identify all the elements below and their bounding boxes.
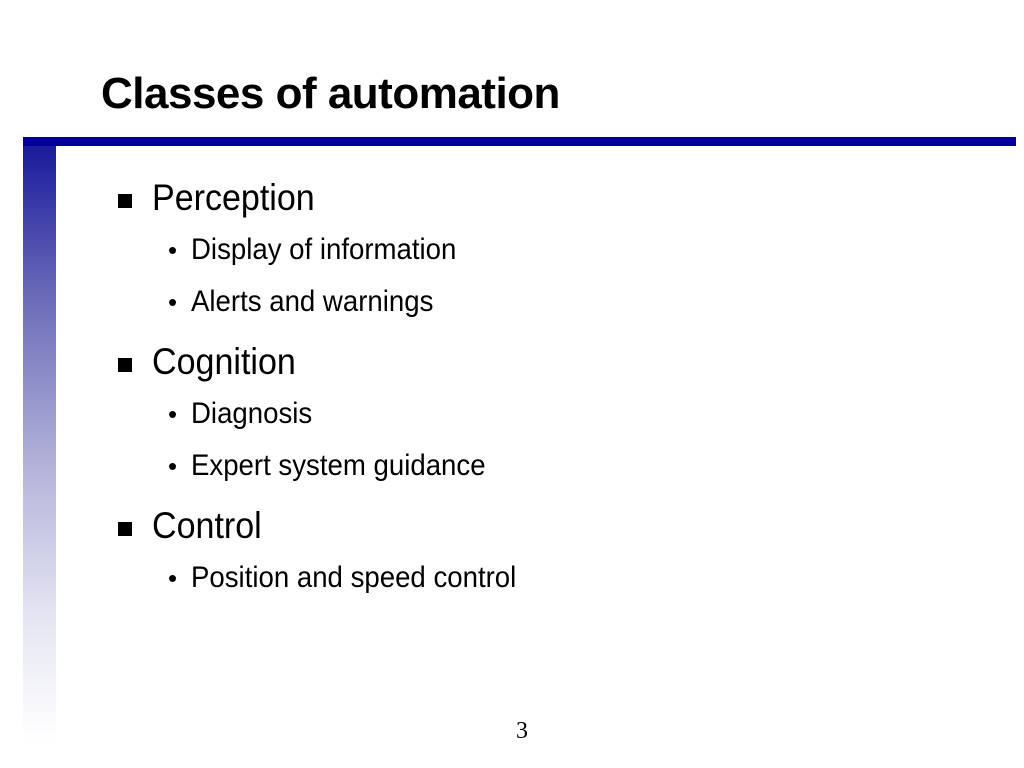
bullet-heading: Perception: [152, 177, 315, 218]
sub-bullet-item: • Display of information: [116, 224, 545, 276]
square-bullet-icon: [118, 194, 132, 208]
sub-bullet-text: Alerts and warnings: [191, 285, 434, 318]
bullet-heading: Cognition: [152, 341, 296, 382]
title-underline-bar: [23, 137, 1016, 146]
square-bullet-icon: [118, 522, 132, 536]
round-bullet-icon: •: [168, 235, 178, 265]
round-bullet-icon: •: [168, 287, 178, 317]
bullet-item-perception: Perception: [116, 172, 545, 224]
round-bullet-icon: •: [168, 563, 178, 593]
sub-bullet-item: • Diagnosis: [116, 388, 545, 440]
sub-bullet-text: Expert system guidance: [191, 449, 486, 482]
sub-bullet-item: • Position and speed control: [116, 552, 545, 604]
bullet-list: Perception • Display of information • Al…: [116, 172, 545, 604]
bullet-item-control: Control: [116, 500, 545, 552]
page-number: 3: [516, 718, 528, 744]
bullet-heading: Control: [152, 505, 262, 546]
left-gradient-bar: [23, 146, 56, 741]
sub-bullet-text: Display of information: [191, 233, 457, 266]
sub-bullet-item: • Alerts and warnings: [116, 276, 545, 328]
round-bullet-icon: •: [168, 451, 178, 481]
bullet-item-cognition: Cognition: [116, 336, 545, 388]
sub-bullet-text: Position and speed control: [191, 561, 517, 594]
round-bullet-icon: •: [168, 399, 178, 429]
sub-bullet-text: Diagnosis: [191, 397, 313, 430]
slide-title: Classes of automation: [101, 69, 560, 118]
sub-bullet-item: • Expert system guidance: [116, 440, 545, 492]
square-bullet-icon: [118, 358, 132, 372]
